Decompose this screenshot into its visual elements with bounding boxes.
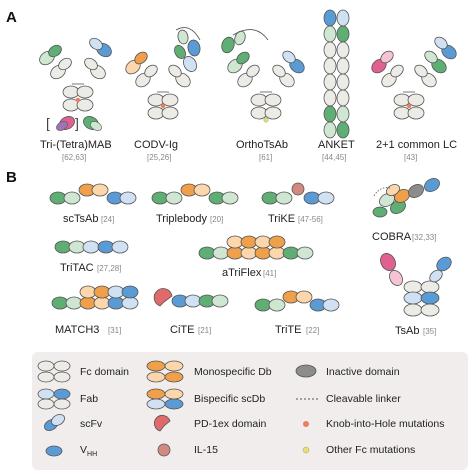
anket-icon [323,9,350,139]
legend-linker-label: Cleavable linker [326,393,401,405]
triplebody-icon [151,183,239,205]
ref-cite: [21] [198,326,211,335]
legend-mono-db-label: Monospecific Db [194,366,272,378]
legend-other-fc-label: Other Fc mutations [326,444,415,456]
label-tritac: TriTAC [60,262,94,274]
orthotsab-icon [221,29,305,123]
panel-label-b: B [6,169,17,186]
panel-label-a: A [6,9,17,26]
ref-trike: [47-56] [298,215,323,224]
ref-atriflex: [41] [263,269,276,278]
legend-kih-swatch [303,421,309,427]
label-codv-ig: CODV-Ig [134,139,178,151]
codv-ig-icon [125,27,201,120]
ref-tritac: [27,28] [97,264,121,273]
atriflex-icon [198,235,314,260]
legend-fc-swatch [37,360,71,383]
legend-vhh-main: V [80,444,87,456]
label-sctsab: scTsAb [63,213,98,225]
legend-vhh-sub: HH [87,451,97,458]
ref-codv-ig: [25,26] [147,153,171,162]
legend-kih-label: Knob-into-Hole mutations [326,418,444,430]
ref-2-plus-1-common-lc: [43] [404,153,417,162]
cobra-icon [372,178,440,218]
legend-fab-label: Fab [80,393,98,405]
ref-match3: [31] [108,326,121,335]
trike-icon [261,182,335,205]
legend-scfv-label: scFv [80,418,103,430]
svg-text:]: ] [75,115,79,131]
legend-pd1-label: PD-1ex domain [194,418,267,430]
ref-trite: [22] [306,326,319,335]
label-atriflex: aTriFlex [222,267,262,279]
legend-vhh-label: VHH [80,444,97,458]
ref-cobra: [32,33] [412,233,436,242]
tri-tetra-mab-icon: [ ] [39,37,112,131]
legend-il15-swatch [157,443,171,457]
legend-vhh-swatch [45,445,63,457]
ref-orthotsab: [61] [259,153,272,162]
ref-triplebody: [20] [210,215,223,224]
ref-sctsab: [24] [101,215,114,224]
legend-bi-scdb-label: Bispecific scDb [194,393,265,405]
label-trite: TriTE [275,324,301,336]
ref-anket: [44,45] [322,153,346,162]
label-tri-tetra-mab: Tri-(Tetra)MAB [40,139,112,151]
label-orthotsab: OrthoTsAb [236,139,288,151]
label-2-plus-1-common-lc: 2+1 common LC [376,139,457,151]
ref-tsab: [35] [423,327,436,336]
legend-scfv-swatch [44,414,65,431]
legend-fc-label: Fc domain [80,366,129,378]
cite-icon [153,288,229,308]
legend-other-fc-swatch [302,446,310,454]
legend-pd1-swatch [153,414,171,432]
label-tsab: TsAb [395,325,419,337]
label-trike: TriKE [268,213,295,225]
label-triplebody: Triplebody [156,213,207,225]
svg-text:[: [ [46,115,50,131]
legend-box [32,352,468,470]
trite-icon [254,290,340,312]
tritac-icon [54,240,129,254]
label-cite: CiTE [170,324,194,336]
two-plus-one-common-lc-icon [371,36,457,120]
match3-icon [51,285,139,310]
legend-inactive-swatch [295,364,317,378]
label-match3: MATCH3 [55,324,99,336]
sctsab-icon [49,183,137,205]
legend-il15-label: IL-15 [194,444,218,456]
label-cobra: COBRA [372,231,412,243]
legend-fab-swatch [37,388,71,410]
ref-tri-tetra-mab: [62,63] [62,153,86,162]
legend-bi-scdb-swatch [146,388,184,410]
tsab-icon [380,253,452,317]
legend-mono-db-swatch [146,360,184,383]
label-anket: ANKET [318,139,355,151]
legend-inactive-label: Inactive domain [326,366,400,378]
